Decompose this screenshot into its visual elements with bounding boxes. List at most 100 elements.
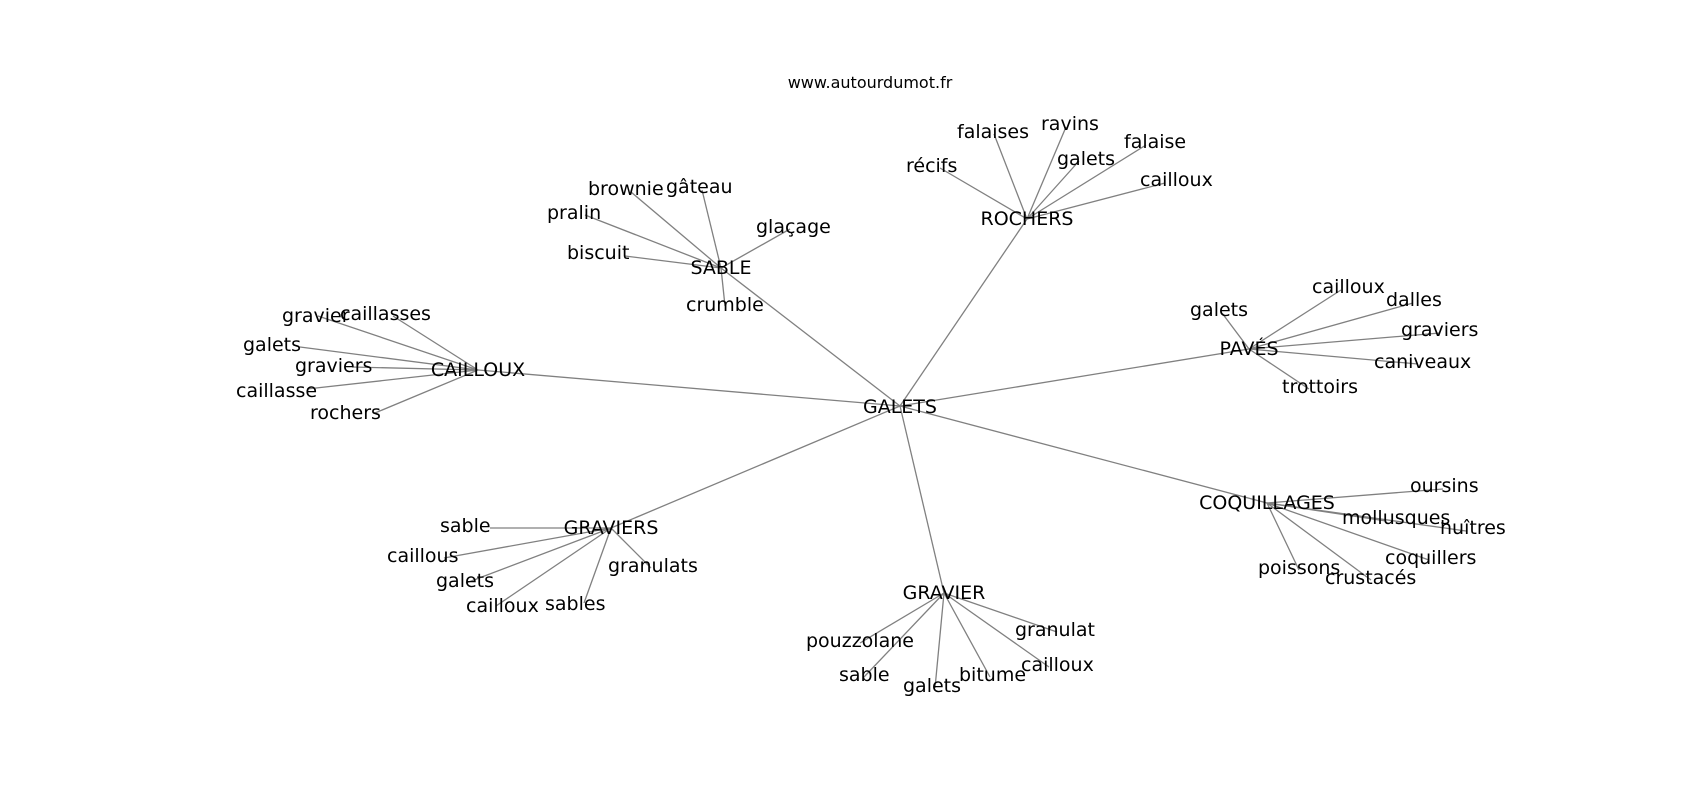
edge-hub-to-leaf — [392, 315, 479, 371]
graph-edges — [299, 126, 1467, 689]
leaf-node-label: galets — [243, 334, 301, 356]
leaf-node-label: sables — [545, 593, 605, 615]
edge-hub-to-leaf — [317, 315, 479, 371]
edge-root-to-hub — [899, 405, 1268, 504]
leaf-node-label: sable — [440, 515, 491, 537]
leaf-node-label: glaçage — [756, 216, 831, 238]
leaf-node-label: caillasse — [236, 380, 317, 402]
edge-hub-to-leaf — [720, 267, 726, 307]
leaf-node-label: poissons — [1258, 557, 1340, 579]
leaf-node-label: crumble — [686, 294, 764, 316]
leaf-node-label: granulats — [608, 555, 698, 577]
edge-hub-to-leaf — [495, 527, 612, 607]
leaf-node-label: graviers — [295, 355, 372, 377]
edge-hub-to-leaf — [1026, 126, 1067, 220]
leaf-node-label: granulat — [1015, 619, 1095, 641]
edge-hub-to-leaf — [1248, 289, 1342, 350]
edge-root-to-hub — [720, 267, 901, 407]
edge-hub-to-leaf — [1248, 332, 1441, 350]
edge-root-to-hub — [477, 369, 901, 407]
edge-hub-to-leaf — [1221, 312, 1250, 350]
edge-hub-to-leaf — [939, 167, 1028, 220]
leaf-node-label: galets — [436, 570, 494, 592]
leaf-node-label: crustacés — [1325, 567, 1416, 589]
edge-hub-to-leaf — [1266, 502, 1372, 581]
edge-hub-to-leaf — [943, 592, 991, 678]
hub-node-label: CAILLOUX — [431, 359, 525, 381]
hub-node-label: GRAVIERS — [564, 517, 659, 539]
hub-node-label: PAVÉS — [1219, 337, 1278, 360]
hub-node-label: GRAVIER — [903, 582, 986, 604]
edge-hub-to-leaf — [465, 527, 612, 584]
leaf-node-label: récifs — [906, 155, 957, 177]
edge-hub-to-leaf — [584, 214, 722, 269]
leaf-node-label: pouzzolane — [806, 630, 914, 652]
edge-hub-to-leaf — [299, 346, 479, 371]
edge-hub-to-leaf — [1266, 502, 1467, 532]
leaf-node-label: galets — [1190, 299, 1248, 321]
leaf-node-label: ravins — [1041, 113, 1099, 135]
leaf-node-label: rochers — [310, 402, 381, 424]
edge-root-to-hub — [899, 348, 1250, 407]
leaf-node-label: falaises — [957, 121, 1029, 143]
leaf-node-label: huîtres — [1440, 517, 1506, 539]
edge-hub-to-leaf — [306, 369, 479, 390]
edge-hub-to-leaf — [624, 255, 722, 269]
edge-hub-to-leaf — [943, 592, 1058, 633]
leaf-node-label: brownie — [588, 178, 664, 200]
leaf-node-label: oursins — [1410, 475, 1479, 497]
leaf-node-label: caniveaux — [1374, 351, 1471, 373]
edge-hub-to-leaf — [1266, 502, 1300, 571]
edge-hub-to-leaf — [934, 592, 945, 689]
leaf-node-label: gâteau — [666, 176, 733, 198]
leaf-node-label: galets — [1057, 148, 1115, 170]
edge-hub-to-leaf — [351, 366, 479, 371]
leaf-node-label: caillous — [387, 545, 459, 567]
edge-root-to-hub — [899, 218, 1028, 407]
leaf-node-label: coquillers — [1385, 547, 1476, 569]
edge-hub-to-leaf — [374, 369, 479, 414]
leaf-node-label: bitume — [959, 664, 1026, 686]
leaf-node-label: cailloux — [1021, 654, 1094, 676]
edge-hub-to-leaf — [720, 228, 791, 269]
edge-hub-to-leaf — [630, 191, 722, 269]
edge-hub-to-leaf — [1026, 160, 1080, 220]
edge-hub-to-leaf — [583, 527, 612, 604]
edge-root-to-hub — [610, 405, 901, 529]
edge-hub-to-leaf — [1248, 348, 1419, 365]
edge-hub-to-leaf — [863, 592, 945, 678]
hub-node-label: COQUILLAGES — [1199, 492, 1335, 514]
root-node-label: GALETS — [863, 396, 937, 418]
edge-root-to-hub — [899, 405, 945, 594]
leaf-node-label: mollusques — [1342, 507, 1450, 529]
graph-labels: GALETSCAILLOUXgraviercaillassesgaletsgra… — [236, 113, 1506, 697]
edge-hub-to-leaf — [943, 592, 1050, 668]
leaf-node-label: dalles — [1386, 289, 1442, 311]
leaf-node-label: cailloux — [1312, 276, 1385, 298]
edge-hub-to-leaf — [1266, 502, 1430, 561]
hub-node-label: ROCHERS — [981, 208, 1074, 230]
edge-hub-to-leaf — [993, 133, 1028, 220]
leaf-node-label: sable — [839, 664, 890, 686]
leaf-node-label: gravier — [282, 305, 350, 327]
edge-hub-to-leaf — [1026, 182, 1166, 220]
edge-hub-to-leaf — [859, 592, 945, 644]
leaf-node-label: caillasses — [340, 303, 431, 325]
leaf-node-label: biscuit — [567, 242, 629, 264]
hub-node-label: SABLE — [690, 257, 751, 279]
leaf-node-label: trottoirs — [1282, 376, 1358, 398]
leaf-node-label: pralin — [547, 202, 601, 224]
edge-hub-to-leaf — [1248, 302, 1414, 350]
leaf-node-label: graviers — [1401, 319, 1478, 341]
edge-hub-to-leaf — [443, 527, 612, 559]
leaf-node-label: galets — [903, 675, 961, 697]
edge-hub-to-leaf — [1026, 144, 1147, 220]
leaf-node-label: falaise — [1124, 131, 1186, 153]
source-label: www.autourdumot.fr — [788, 73, 953, 92]
edge-hub-to-leaf — [610, 527, 652, 569]
leaf-node-label: cailloux — [1140, 169, 1213, 191]
leaf-node-label: cailloux — [466, 595, 539, 617]
edge-hub-to-leaf — [701, 189, 722, 269]
edge-hub-to-leaf — [1248, 348, 1310, 390]
